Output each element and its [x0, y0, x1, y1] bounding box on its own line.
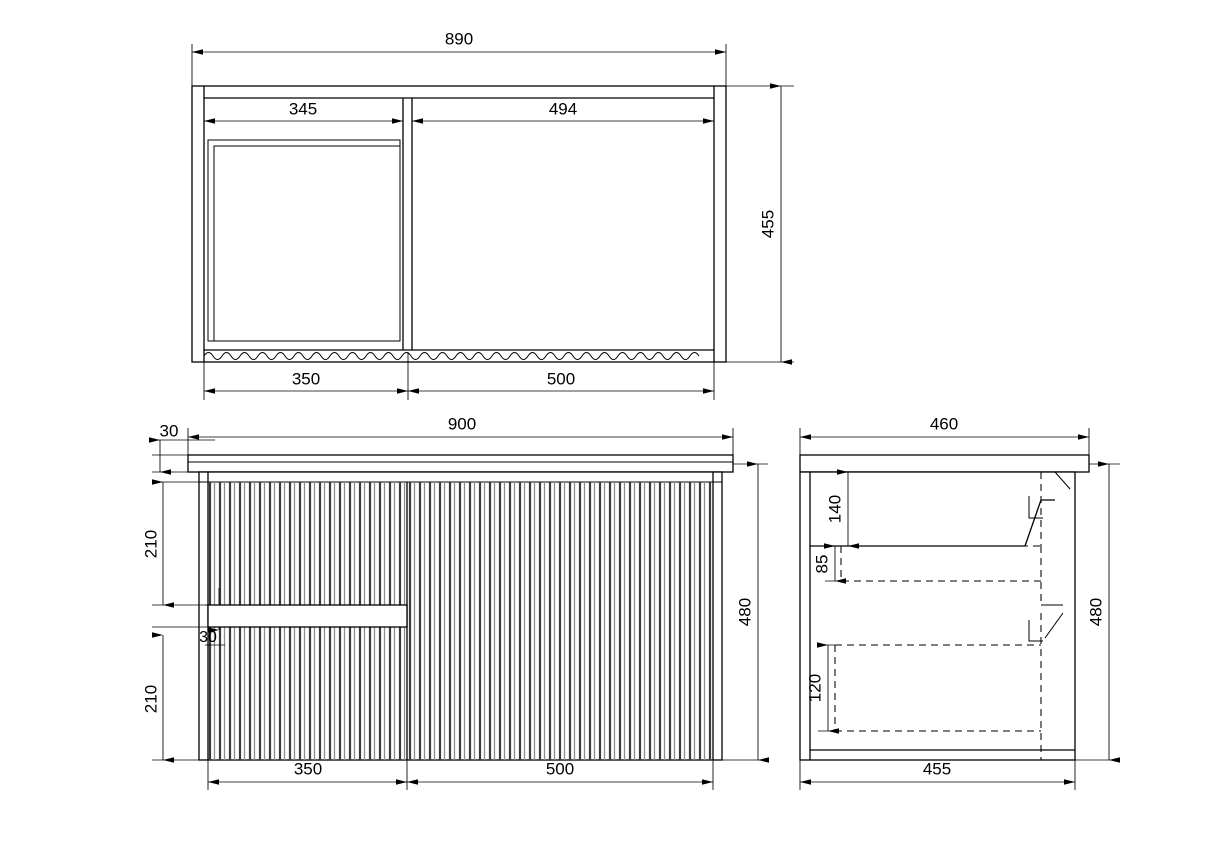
- front-fluted-panel: [208, 482, 712, 760]
- plan-dim-500-label: 500: [547, 369, 575, 388]
- front-dim-480-label: 480: [735, 598, 754, 626]
- side-section-view: 460 140 85 120 480 455: [799, 414, 1120, 790]
- side-lower-runner-mark: [1044, 612, 1064, 639]
- plan-view: 890 345 494 455 350 500: [191, 29, 794, 400]
- plan-dim-494-label: 494: [549, 99, 577, 118]
- front-handle-groove: [207, 604, 408, 628]
- plan-dim-455-label: 455: [758, 210, 777, 238]
- front-elevation-view: 30 900 210 30 210 480 350 500: [141, 414, 769, 790]
- plan-dim-350-label: 350: [292, 369, 320, 388]
- side-upper-runner-mark: [1054, 471, 1071, 490]
- plan-fluted-front-profile: [203, 352, 700, 360]
- front-dim-350-label: 350: [294, 759, 322, 778]
- plan-left-drawer-box-inner: [213, 145, 401, 342]
- side-dim-480-label: 480: [1086, 598, 1105, 626]
- front-dim-500-label: 500: [546, 759, 574, 778]
- side-dim-455-label: 455: [923, 759, 951, 778]
- front-dim-900-label: 900: [448, 414, 476, 433]
- plan-carcass-outline: [191, 85, 727, 363]
- side-dim-140-label: 140: [825, 495, 844, 523]
- side-dim-85-label: 85: [812, 555, 831, 574]
- side-countertop-slab: [799, 454, 1090, 473]
- side-upper-runner-bracket: [1028, 496, 1043, 519]
- front-countertop-slab: [187, 454, 734, 473]
- front-dim-210-upper-label: 210: [141, 530, 160, 558]
- side-dim-460-label: 460: [930, 414, 958, 433]
- side-lower-runner-bracket: [1028, 620, 1043, 642]
- plan-dim-890-label: 890: [445, 29, 473, 48]
- side-dim-120-label: 120: [805, 674, 824, 702]
- side-upper-drawer-box-hidden: [840, 546, 1041, 582]
- plan-dim-345-label: 345: [289, 99, 317, 118]
- front-dim-210-lower-label: 210: [141, 685, 160, 713]
- front-dim-30-top-label: 30: [160, 421, 179, 440]
